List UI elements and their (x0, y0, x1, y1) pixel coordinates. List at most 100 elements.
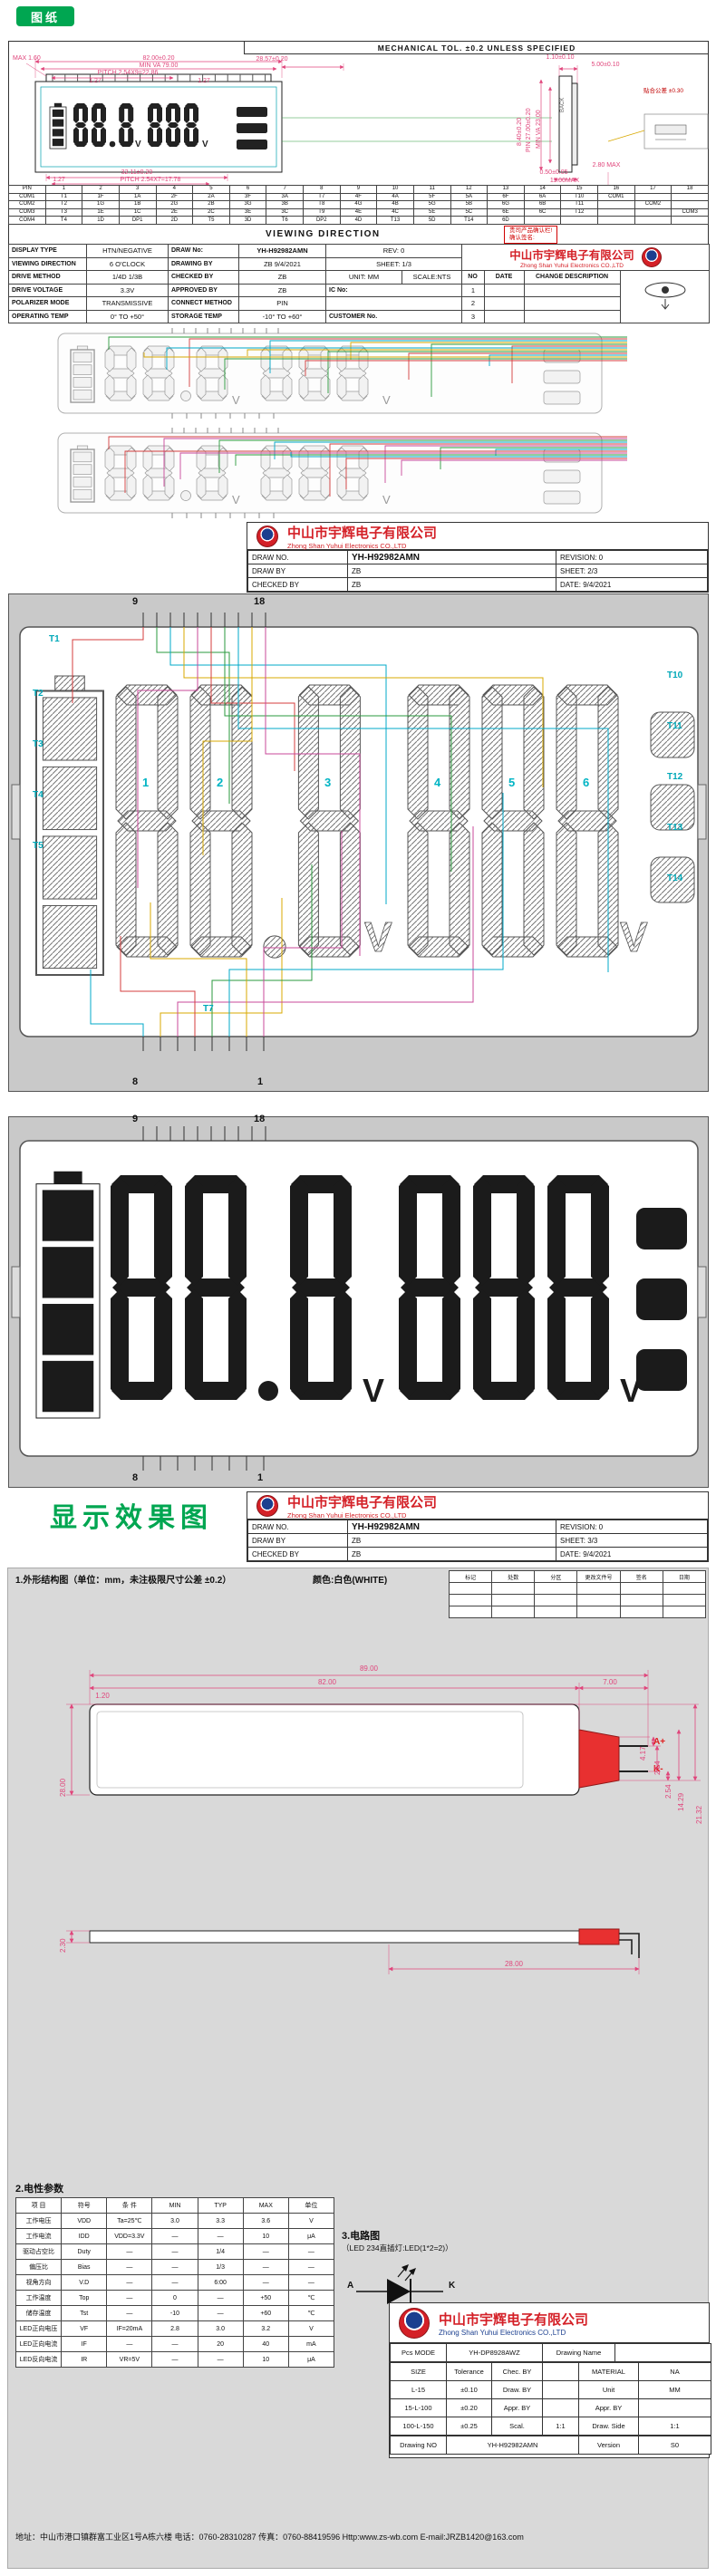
td-el: — (106, 2305, 153, 2321)
spec-ic-no-label: IC No: (324, 283, 463, 297)
polygon-el (290, 1289, 308, 1398)
dim-pitch-top: PITCH 2.54X9=22.86 (97, 70, 159, 76)
polyline-el (327, 351, 627, 393)
t-label: T4 (33, 790, 44, 800)
rect-el (35, 690, 104, 976)
polygon-el (298, 347, 309, 372)
th-el: COM3 (8, 207, 46, 217)
td-el: Duty (61, 2243, 108, 2260)
polygon-el (166, 105, 171, 123)
company-name-cn: 中山市宇辉电子有限公司 (287, 525, 438, 541)
td-el: T12 (560, 207, 598, 217)
td-el: T6 (266, 216, 304, 225)
polygon-el (218, 474, 228, 499)
dim-2-30: 2.30 (59, 1938, 67, 1953)
td-el: Top (61, 2290, 108, 2306)
td-el: LED正向电压 (15, 2320, 63, 2337)
td-el (448, 1582, 493, 1595)
td-el: T9 (303, 207, 341, 217)
company-name-cn: 中山市宇辉电子有限公司 (509, 249, 634, 262)
polygon-el (157, 127, 162, 145)
tbody-el: 标记处数分区更改文件号签名日期 (448, 1570, 707, 1618)
td-el: 3.6 (242, 2213, 289, 2229)
polygon-el (115, 686, 137, 820)
td-el (662, 1606, 707, 1618)
td-el: — (197, 2305, 244, 2321)
polygon-el (358, 347, 369, 372)
td-el: T8 (303, 200, 341, 209)
td-el: Appr. BY (578, 2398, 639, 2417)
polyline-el (224, 627, 452, 872)
rect-el (52, 129, 64, 137)
td-el (597, 207, 635, 217)
spec-company-cell: 中山市宇辉电子有限公司 Zhong Shan Yuhui Electronics… (461, 244, 711, 271)
company-header: 中山市宇辉电子有限公司 Zhong Shan Yuhui Electronics… (247, 523, 708, 550)
td-el: SIZE (390, 2362, 447, 2381)
td-el: 视角方向 (15, 2274, 63, 2291)
polyline-el (218, 439, 627, 473)
td-el: Pcs MODE (390, 2343, 447, 2362)
tr-el (448, 1606, 707, 1618)
polyline-el (263, 831, 343, 1037)
td-el: COM3 (671, 207, 709, 217)
polygon-el (148, 127, 153, 145)
t-label: T1 (49, 634, 60, 644)
th-el: 15 (560, 185, 598, 194)
tr-el: DRIVE VOLTAGE 3.3V APPROVED BY ZB IC No:… (8, 283, 710, 297)
polygon-el (73, 105, 79, 123)
div-el: 中山市宇辉电子有限公司 Zhong Shan Yuhui Electronics… (287, 523, 437, 550)
td-el (597, 216, 635, 225)
pin-number: 9 (132, 596, 139, 607)
td-el: — (106, 2274, 153, 2291)
digit-number: 1 (142, 776, 150, 789)
dim-side-h3: 8.40±0.20 (517, 117, 523, 146)
td-el: — (197, 2228, 244, 2244)
outline-sheet: 1.外形结构图（单位：mm，未注极限尺寸公差 ±0.2） 颜色:白色(WHITE… (7, 1568, 711, 2569)
polygon-el (231, 822, 253, 956)
td-el: ±0.20 (446, 2398, 492, 2417)
th-el: 12 (450, 185, 489, 194)
th-el: COM4 (8, 216, 46, 225)
td-el: 1A (118, 192, 157, 202)
spec-table: DISPLAY TYPE HTN/NEGATIVE DRAW No: YH-H9… (8, 244, 711, 323)
td-el: 4F (339, 192, 378, 202)
led-cathode-label: K (449, 2281, 456, 2291)
polygon-el (142, 374, 153, 400)
company-header: 中山市宇辉电子有限公司 Zhong Shan Yuhui Electronics… (390, 2303, 709, 2343)
rect-el (52, 119, 64, 127)
td-el: — (151, 2228, 198, 2244)
td-el: 1F (82, 192, 120, 202)
dim-side-h2: MIN VA 23.00 (536, 110, 542, 149)
sheet-no: SHEET: 3/3 (556, 1533, 708, 1548)
td-el: — (106, 2259, 153, 2275)
td-el: 4D (339, 216, 378, 225)
polygon-el (358, 447, 369, 472)
rect-el (42, 835, 98, 900)
polyline-el (329, 443, 627, 497)
td-el: LED正向电流 (15, 2336, 63, 2352)
td-el (542, 2398, 579, 2417)
dim-2-54-b: 2.54 (664, 1784, 672, 1799)
company-logo (399, 2307, 430, 2339)
polygon-el (82, 105, 88, 123)
td-el: — (287, 2274, 335, 2291)
td-el (671, 216, 709, 225)
polygon-el (407, 822, 429, 956)
dim-side-d1: 1.10±0.10 (546, 54, 575, 61)
td-el: Appr. BY (491, 2398, 543, 2417)
td-el: 2A (192, 192, 230, 202)
td-el: 100-L-150 (390, 2417, 447, 2436)
polygon-el (157, 822, 179, 956)
td-el: IF (61, 2336, 108, 2352)
polygon-el (218, 447, 228, 472)
th-el: 17 (634, 185, 672, 194)
